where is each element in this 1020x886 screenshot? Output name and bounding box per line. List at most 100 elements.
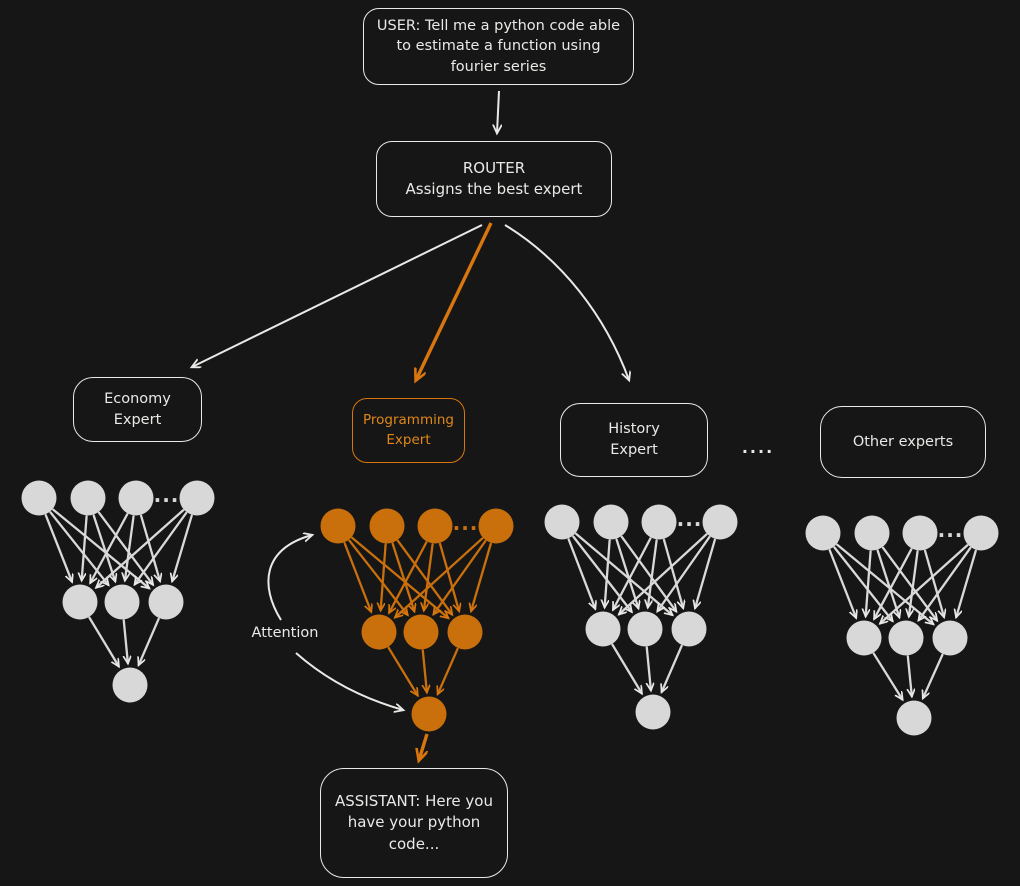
network-edge bbox=[572, 535, 631, 612]
network-edge bbox=[438, 647, 459, 694]
expert-label-economy: Economy Expert bbox=[104, 390, 171, 428]
network-node bbox=[118, 480, 154, 516]
network-node bbox=[963, 515, 999, 551]
network-edge bbox=[833, 546, 892, 621]
network-edge bbox=[423, 649, 427, 692]
network-input-ellipsis: ... bbox=[677, 507, 703, 531]
network-edge bbox=[956, 549, 977, 617]
network-edge bbox=[434, 539, 487, 614]
network-edge bbox=[82, 515, 88, 580]
network-node bbox=[179, 480, 215, 516]
arrow-user-to-router bbox=[497, 90, 499, 133]
user-message-text: USER: Tell me a python code able to esti… bbox=[376, 17, 621, 75]
network-edge bbox=[866, 550, 872, 616]
network-edge bbox=[919, 546, 972, 620]
expert-box-history: History Expert bbox=[560, 403, 708, 477]
network-node bbox=[805, 515, 841, 551]
network-edge bbox=[880, 544, 969, 623]
network-edge bbox=[876, 549, 900, 617]
network-edge bbox=[836, 543, 933, 624]
network-edge bbox=[135, 511, 188, 584]
network-node bbox=[888, 620, 924, 656]
network-node bbox=[593, 504, 629, 540]
network-edge bbox=[612, 537, 652, 609]
router-title: ROUTER bbox=[462, 158, 526, 177]
attention-arrow-to-input-node bbox=[267, 535, 312, 621]
network-edge bbox=[125, 515, 135, 580]
network-edge bbox=[615, 538, 639, 608]
network-node bbox=[70, 480, 106, 516]
network-node bbox=[932, 620, 968, 656]
network-input-ellipsis: ... bbox=[938, 518, 964, 542]
arrow-router-to-economy bbox=[192, 224, 483, 367]
expert-label-history: History Expert bbox=[608, 421, 660, 458]
network-node bbox=[21, 480, 57, 516]
network-node bbox=[854, 515, 890, 551]
network-edge bbox=[873, 548, 913, 618]
network-edge bbox=[909, 550, 919, 616]
network-node bbox=[702, 504, 738, 540]
assistant-message-text: ASSISTANT: Here you have your python cod… bbox=[335, 792, 493, 853]
attention-label: Attention bbox=[251, 625, 319, 641]
network-edge bbox=[139, 617, 160, 665]
network-edge bbox=[391, 542, 415, 611]
network-edge bbox=[611, 643, 642, 693]
network-input-ellipsis: ... bbox=[154, 483, 180, 507]
network-node bbox=[627, 611, 663, 647]
router-subtitle: Assigns the best expert bbox=[405, 180, 583, 198]
network-edge bbox=[49, 511, 109, 584]
network-edge bbox=[424, 543, 434, 610]
network-edge bbox=[139, 514, 160, 581]
network-node bbox=[361, 614, 397, 650]
expert-label-other: Other experts bbox=[852, 433, 954, 450]
network-edge bbox=[574, 532, 672, 615]
network-node bbox=[104, 584, 140, 620]
network-node bbox=[902, 515, 938, 551]
network-edge bbox=[89, 513, 129, 582]
arrow-router-to-programming bbox=[416, 222, 493, 380]
expert-label-programming: Programming Expert bbox=[363, 412, 454, 448]
user-message-box: USER: Tell me a python code able to esti… bbox=[363, 8, 634, 85]
network-edge bbox=[351, 536, 448, 618]
network-edge bbox=[438, 542, 459, 611]
network-edge bbox=[662, 644, 683, 692]
network-edge bbox=[619, 533, 708, 614]
expert-box-programming: Programming Expert bbox=[352, 398, 465, 463]
network-edge bbox=[648, 539, 658, 607]
network-node bbox=[112, 667, 148, 703]
network-node bbox=[544, 504, 580, 540]
network-edge bbox=[343, 542, 371, 611]
network-node bbox=[320, 508, 356, 544]
arrow-output-to-assistant bbox=[419, 733, 429, 760]
network-edge bbox=[92, 514, 115, 582]
network-node bbox=[846, 620, 882, 656]
network-node bbox=[417, 508, 453, 544]
network-edge bbox=[348, 539, 407, 615]
network-edge bbox=[381, 543, 387, 610]
network-node bbox=[447, 614, 483, 650]
network-edge bbox=[605, 539, 611, 607]
network-node bbox=[148, 584, 184, 620]
network-edge bbox=[395, 537, 484, 617]
network-node bbox=[411, 696, 447, 732]
network-edge bbox=[872, 652, 903, 700]
network-node bbox=[641, 504, 677, 540]
network-edge bbox=[828, 549, 856, 617]
network-edge bbox=[923, 653, 944, 698]
network-node bbox=[403, 614, 439, 650]
network-node bbox=[369, 508, 405, 544]
network-edge bbox=[124, 619, 128, 663]
network-node bbox=[585, 611, 621, 647]
network-node bbox=[671, 611, 707, 647]
expert-networks-group: ............ bbox=[21, 480, 999, 736]
network-edge bbox=[471, 542, 492, 611]
network-node bbox=[635, 694, 671, 730]
expert-box-other: Other experts bbox=[820, 406, 986, 478]
expert-box-economy: Economy Expert bbox=[73, 377, 202, 442]
network-node bbox=[478, 508, 514, 544]
network-edge bbox=[647, 646, 651, 690]
network-edge bbox=[662, 538, 683, 608]
network-node bbox=[62, 584, 98, 620]
network-edge bbox=[172, 514, 193, 581]
